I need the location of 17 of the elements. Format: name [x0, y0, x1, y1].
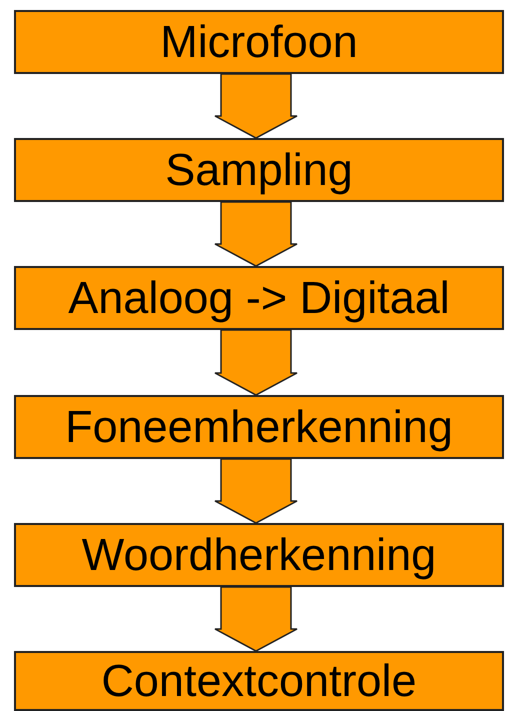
process-box [14, 395, 504, 459]
box-label: Analoog -> Digitaal [68, 272, 450, 324]
box-label: Woordherkenning [82, 529, 436, 581]
block-arrow [214, 201, 298, 267]
block-arrow [214, 73, 298, 139]
process-box [14, 651, 504, 711]
block-arrow [214, 586, 298, 652]
box-label: Microfoon [160, 16, 358, 68]
box-label: Foneemherkenning [65, 401, 453, 453]
box-label: Sampling [165, 144, 353, 196]
process-box [14, 266, 504, 330]
block-arrow [214, 329, 298, 396]
process-box [14, 10, 504, 74]
box-label: Contextcontrole [101, 655, 417, 707]
process-box [14, 138, 504, 202]
process-box [14, 523, 504, 587]
block-arrow [214, 458, 298, 524]
